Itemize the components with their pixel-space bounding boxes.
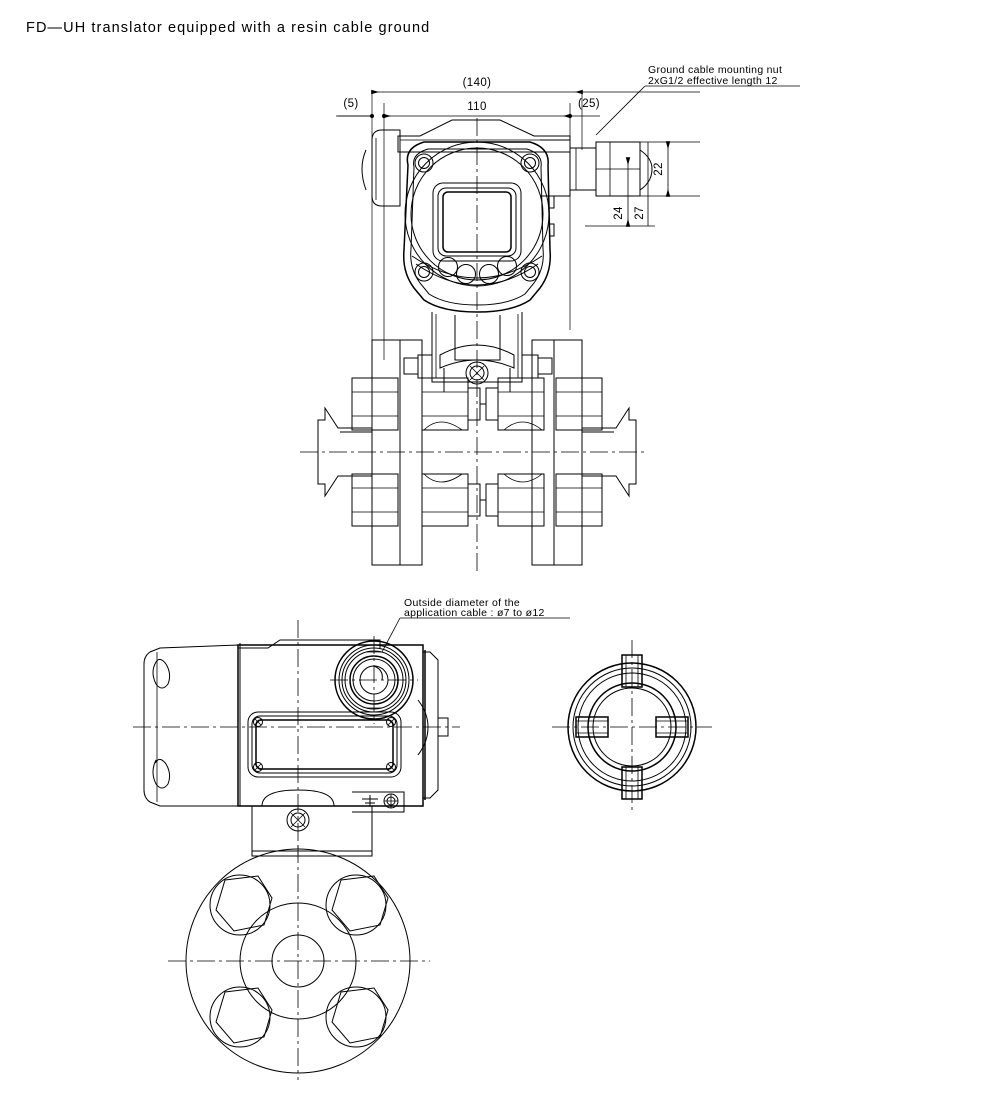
flange-bolt-nuts xyxy=(351,377,603,527)
dim-overall-width: (140) xyxy=(463,77,492,89)
dim-nut-depth-27: 27 xyxy=(634,206,646,220)
cable-dia-label-line1: Outside diameter of the xyxy=(404,597,520,609)
flange-face-view xyxy=(168,845,430,1080)
dim-left-offset: (5) xyxy=(343,98,358,110)
flange-hex-nuts xyxy=(209,874,389,1048)
ground-terminal xyxy=(352,791,405,813)
side-view xyxy=(133,620,460,857)
front-view xyxy=(300,118,653,575)
housing-cover-bolts xyxy=(414,153,540,282)
cable-gland xyxy=(330,636,418,724)
ground-nut-label-line1: Ground cable mounting nut xyxy=(648,64,782,76)
cable-dia-label-line2: application cable : ø7 to ø12 xyxy=(404,607,545,619)
cable-diameter-annotation: Outside diameter of the application cabl… xyxy=(381,597,570,653)
dim-nut-depth-24: 24 xyxy=(613,206,625,220)
dim-right-offset: (25) xyxy=(578,98,600,110)
page-title: FD—UH translator equipped with a resin c… xyxy=(26,20,431,36)
dim-body-width: 110 xyxy=(467,101,487,113)
dim-nut-height: 22 xyxy=(653,162,665,176)
housing-front-buttons xyxy=(438,256,517,284)
ground-nut-annotation: Ground cable mounting nut 2xG1/2 effecti… xyxy=(595,64,800,136)
cover-end-view xyxy=(552,640,712,812)
ground-nut-label-line2: 2xG1/2 effective length 12 xyxy=(648,75,778,87)
